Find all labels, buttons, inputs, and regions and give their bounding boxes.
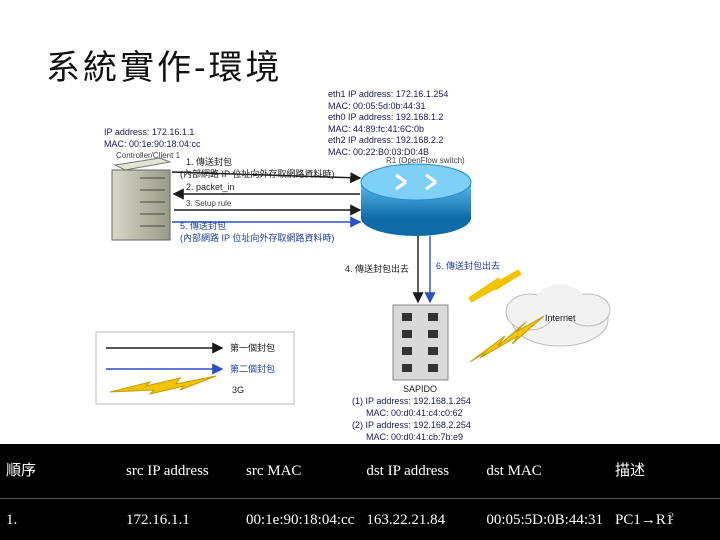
legend-second-label: 第二個封包 xyxy=(230,364,276,374)
page-number: 2 xyxy=(668,509,674,523)
3g-link-icon xyxy=(468,269,522,303)
router-eth1-mac: MAC: 00:05:5d:0b:44:31 xyxy=(328,101,426,111)
cell-src-mac: 00:1e:90:18:04:cc xyxy=(246,511,355,528)
step5-note: (內部網路 IP 位址向外存取網路資料時) xyxy=(180,233,335,243)
controller-ip: IP address: 172.16.1.1 xyxy=(104,127,195,137)
cell-description: PC1→R1 xyxy=(615,511,674,528)
sapido-device-icon xyxy=(392,304,449,381)
router-eth2-ip: eth2 IP address: 192.168.2.2 xyxy=(328,135,444,145)
step5-label: 5. 傳送封包 xyxy=(180,221,227,231)
cell-order: 1. xyxy=(6,511,18,528)
controller-mac: MAC: 00:1e:90:18:04:cc xyxy=(104,139,201,149)
sapido-name: SAPIDO xyxy=(403,384,438,394)
internet-label: Internet xyxy=(545,313,576,323)
step2-label: 2. packet_in xyxy=(186,182,235,192)
header-dst-mac: dst MAC xyxy=(480,444,609,499)
network-diagram xyxy=(95,157,611,405)
table-row: 1. 172.16.1.1 00:1e:90:18:04:cc 163.22.2… xyxy=(0,499,720,540)
step1-note: (內部網路 IP 位址向外存取網路資料時) xyxy=(180,169,335,179)
controller-name: Controller/Client 1 xyxy=(116,151,181,160)
header-dst-ip: dst IP address xyxy=(360,444,481,499)
header-order: 順序 xyxy=(0,444,120,499)
step1-label: 1. 傳送封包 xyxy=(186,157,233,167)
router-eth2-mac: MAC: 00:22:B0:03:D0:4B xyxy=(328,147,430,157)
header-src-ip: src IP address xyxy=(120,444,240,499)
slide-title: 系統實作-環境 xyxy=(46,48,283,88)
legend-box xyxy=(95,331,295,405)
sapido-ip2: (2) IP address: 192.168.2.254 xyxy=(352,420,471,430)
table-header-row: 順序 src IP address src MAC dst IP address… xyxy=(0,444,720,499)
legend-first-label: 第一個封包 xyxy=(230,343,276,353)
internet-cloud-icon xyxy=(505,284,611,347)
router-eth1-ip: eth1 IP address: 172.16.1.254 xyxy=(328,89,449,99)
sapido-ip1: (1) IP address: 192.168.1.254 xyxy=(352,396,471,406)
router-eth0-mac: MAC: 44:89:fc:41:6C:0b xyxy=(328,124,425,134)
router-eth0-ip: eth0 IP address: 192.168.1.2 xyxy=(328,112,444,122)
cell-dst-ip: 163.22.21.84 xyxy=(366,511,446,528)
cell-dst-mac: 00:05:5D:0B:44:31 xyxy=(486,511,603,528)
router-icon xyxy=(360,163,472,236)
step4-label: 4. 傳送封包出去 xyxy=(345,264,410,274)
server-icon xyxy=(111,157,172,241)
sapido-mac1: MAC: 00:d0:41:c4:c0:62 xyxy=(366,408,463,418)
router-name: R1 (OpenFlow switch) xyxy=(386,156,465,165)
header-description: 描述 xyxy=(609,444,720,499)
arrow-step1 xyxy=(171,171,362,184)
flow-table: 順序 src IP address src MAC dst IP address… xyxy=(0,444,720,540)
legend-3g-icon xyxy=(109,375,217,395)
step3-label: 3. Setup rule xyxy=(186,199,232,208)
header-src-mac: src MAC xyxy=(240,444,361,499)
cell-src-ip: 172.16.1.1 xyxy=(126,511,190,528)
step6-label: 6. 傳送封包出去 xyxy=(436,261,501,271)
3g-link-icon xyxy=(469,315,545,363)
legend-3g-label: 3G xyxy=(232,385,245,395)
sapido-mac2: MAC: 00:d0:41:cb:7b:e9 xyxy=(366,432,464,442)
